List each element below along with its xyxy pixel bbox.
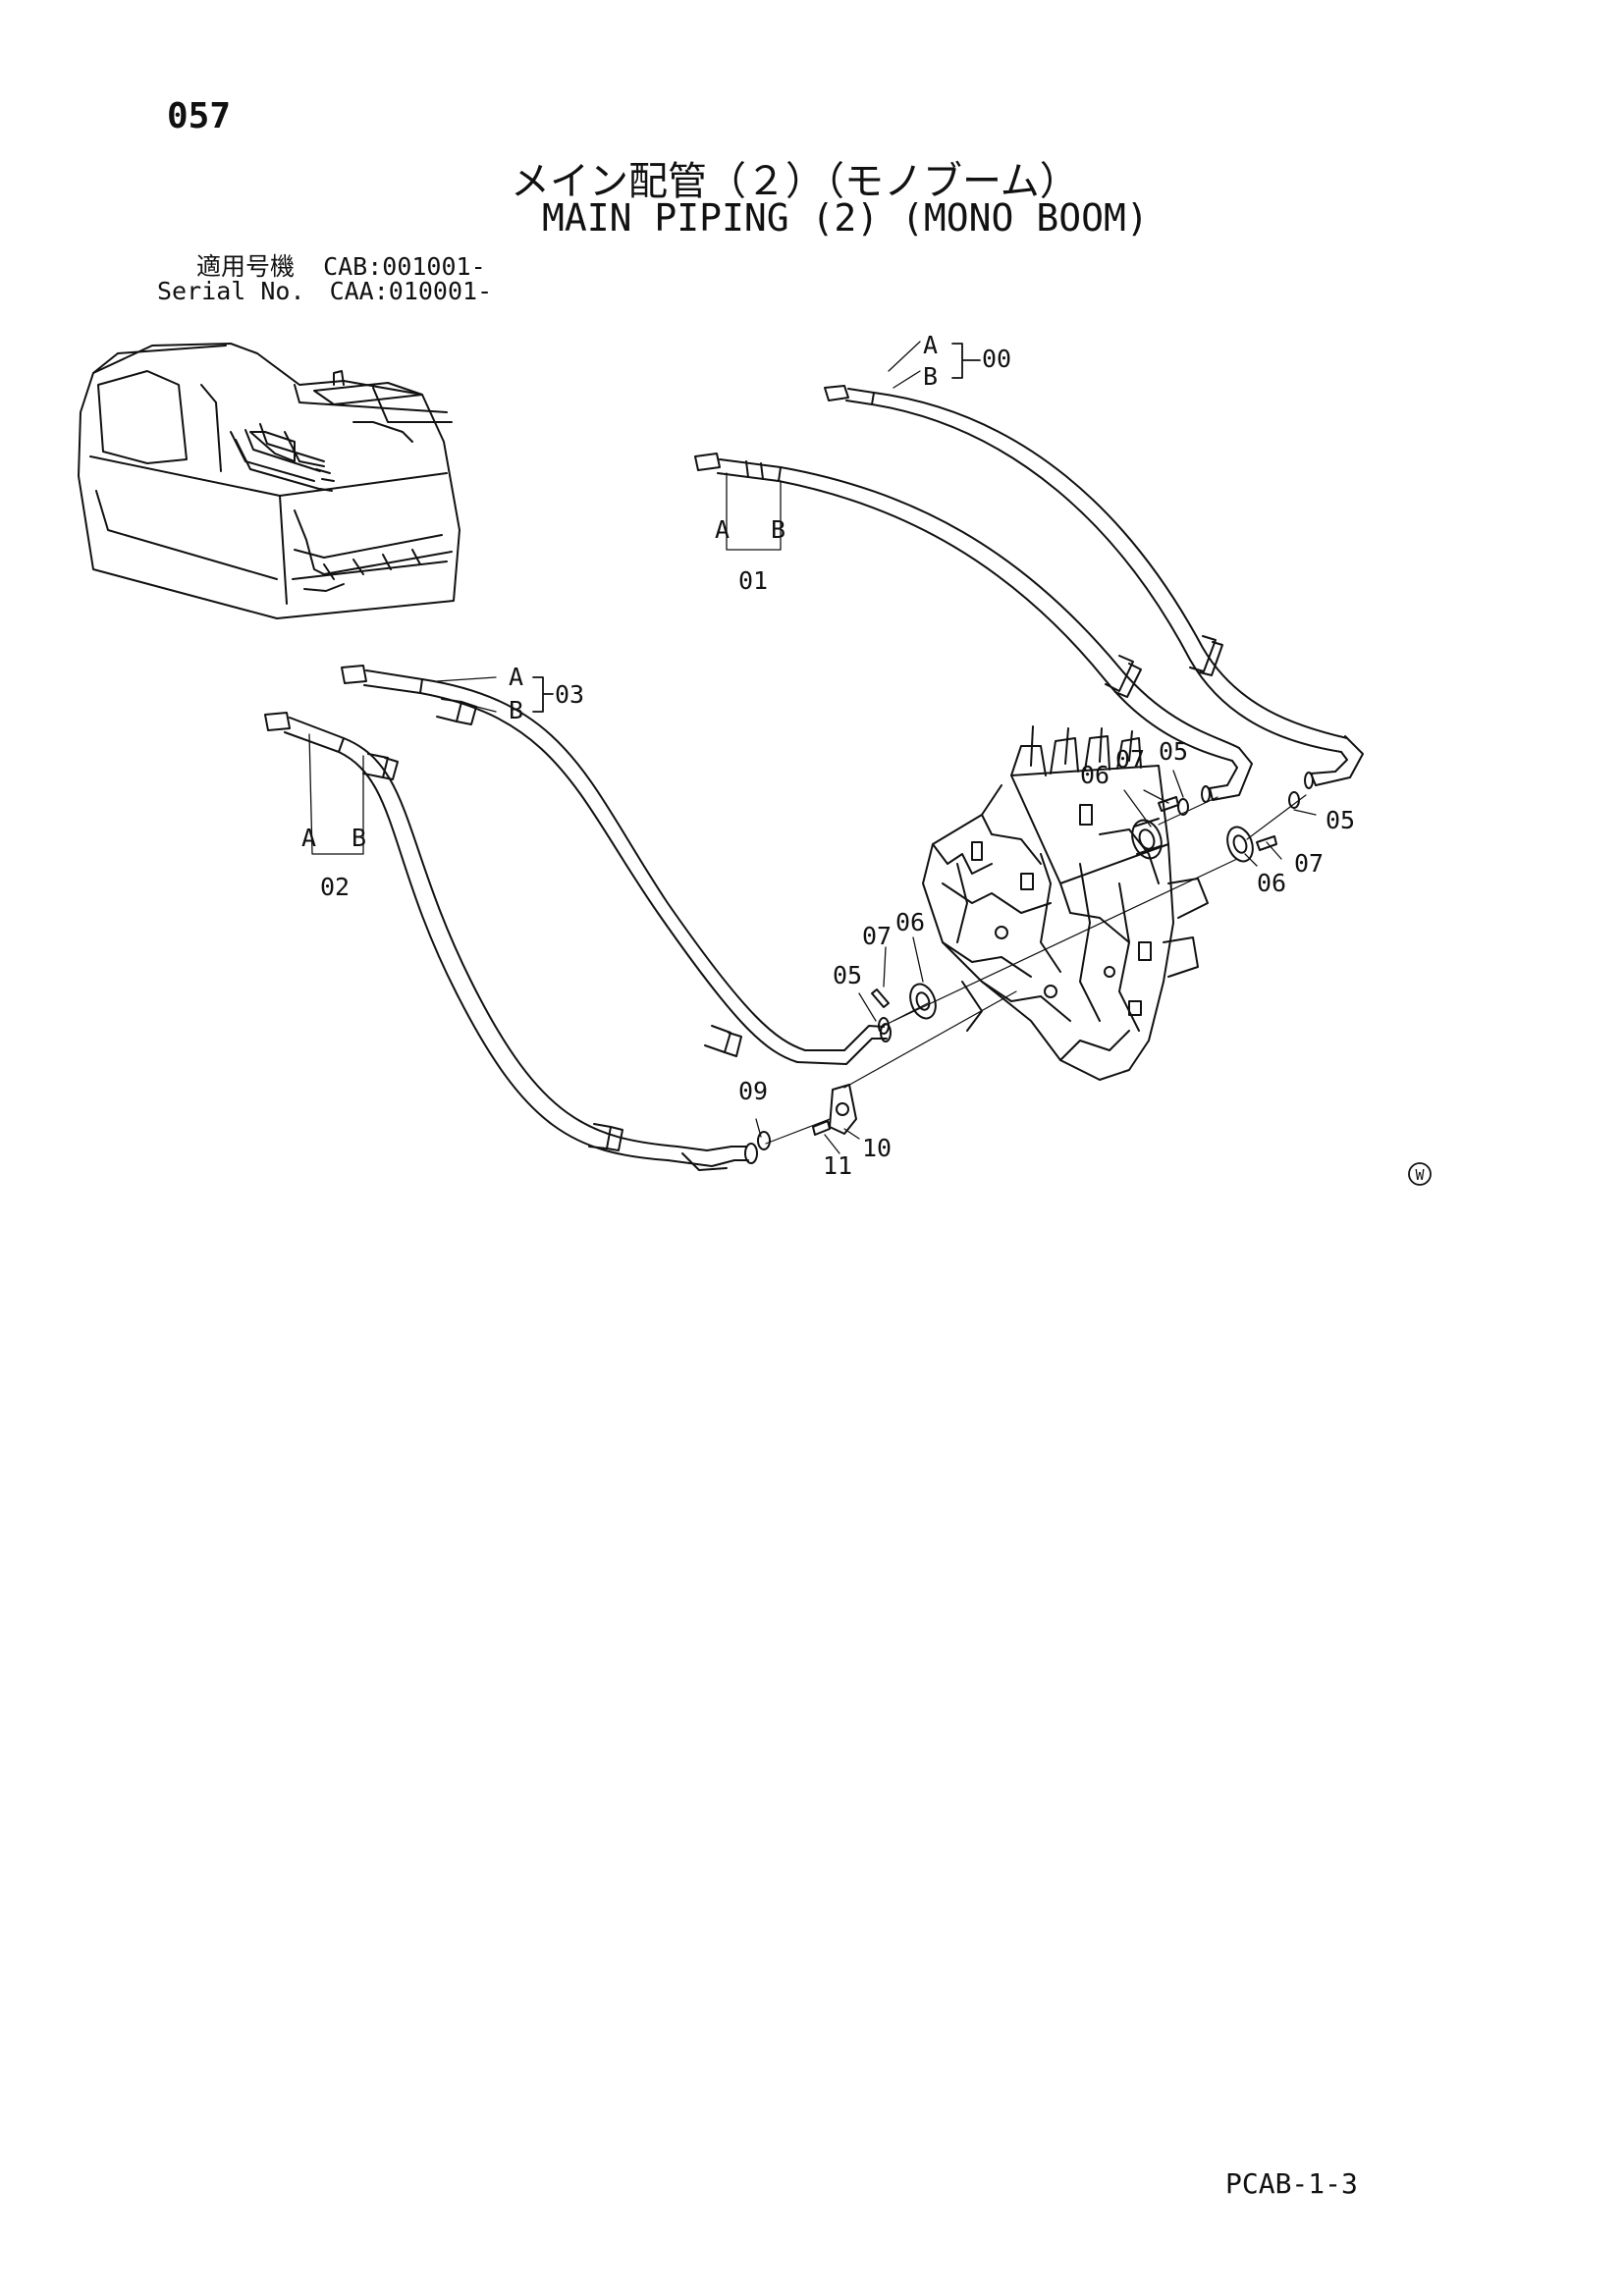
callout-10: 10: [862, 1134, 892, 1162]
callout-05-right: 05: [1326, 806, 1355, 834]
excavator-inset-illustration: [78, 343, 460, 619]
callout-00-a: A: [923, 331, 938, 359]
callout-06-upper: 06: [1080, 761, 1110, 789]
serial-number-label: Serial No.: [157, 277, 305, 305]
page-number: 057: [167, 96, 232, 136]
hose-00: [824, 385, 1364, 789]
title-japanese: メイン配管（２）（モノブーム）: [511, 159, 1079, 204]
title-english: MAIN PIPING (2) (MONO BOOM): [542, 196, 1149, 240]
watermark-symbol: W: [1408, 1162, 1432, 1186]
callout-05-middle: 05: [833, 961, 862, 989]
hose-02: [264, 712, 758, 1171]
callout-02-b: B: [352, 824, 366, 852]
bolts: [812, 796, 1277, 1136]
callout-06-right: 06: [1257, 869, 1286, 897]
callout-03-a: A: [509, 663, 523, 691]
callout-07-right: 07: [1294, 849, 1324, 878]
callout-03: 03: [555, 680, 584, 709]
callout-09: 09: [738, 1077, 768, 1105]
watermark-letter: W: [1415, 1166, 1425, 1184]
callout-00: 00: [982, 345, 1011, 373]
callout-00-b: B: [923, 362, 938, 391]
callout-06-middle: 06: [895, 908, 925, 936]
applicability-label-jp: 適用号機: [196, 252, 296, 281]
callout-07-upper: 07: [1115, 745, 1145, 774]
applicability-en: Serial No. CAA:010001-: [157, 278, 492, 305]
callout-11: 11: [823, 1151, 852, 1180]
callout-02-a: A: [301, 824, 316, 852]
callout-01-a: A: [715, 515, 730, 544]
applicability-value-jp: CAB:001001-: [323, 252, 486, 281]
callout-01-b: B: [771, 515, 785, 544]
flange-middle-06: [909, 983, 937, 1020]
callout-05-upper: 05: [1159, 737, 1188, 766]
footer-code: PCAB-1-3: [1225, 2167, 1358, 2200]
flange-upper-right-06: [1226, 826, 1254, 863]
callout-07-middle: 07: [862, 922, 892, 950]
o-rings: [757, 791, 1300, 1150]
hose-03: [341, 665, 892, 1065]
assembly-lines: [765, 794, 1307, 1145]
serial-number-value: CAA:010001-: [329, 277, 493, 305]
callout-03-b: B: [509, 696, 523, 724]
callout-02: 02: [320, 873, 350, 901]
flange-lower-10: [829, 1084, 857, 1135]
control-valve-block: [922, 725, 1209, 1081]
flange-upper-left-06: [1131, 818, 1163, 860]
callout-01: 01: [738, 566, 768, 595]
callout-brackets: [532, 343, 981, 713]
applicability-jp: 適用号機 CAB:001001-: [196, 253, 486, 281]
hose-01: [694, 453, 1253, 803]
leader-lines: [308, 341, 1317, 1154]
